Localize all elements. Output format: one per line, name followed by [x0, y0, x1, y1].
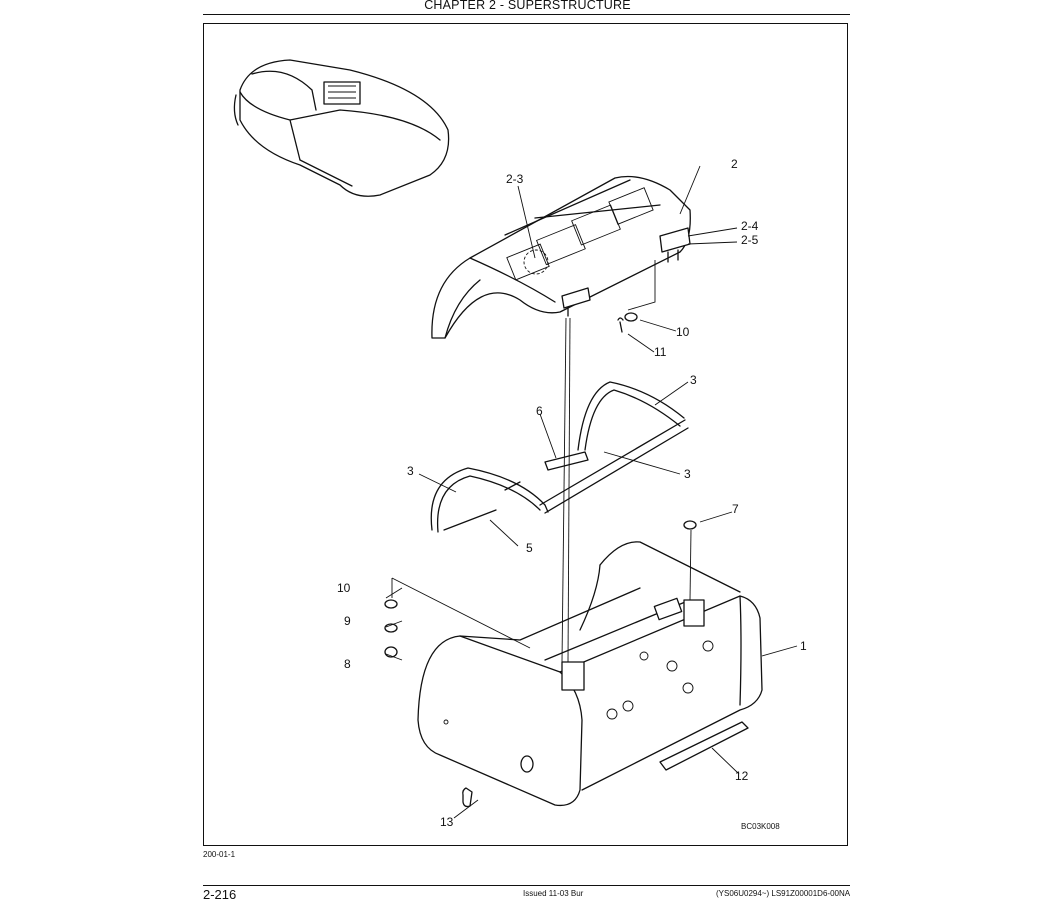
callout-2-5: 2-5 [741, 233, 759, 247]
issue-label: Issued 11-03 Bur [523, 889, 584, 898]
page-number: 2-216 [203, 887, 237, 902]
callout-9: 9 [344, 614, 351, 628]
part-12-strip [659, 721, 749, 771]
illustration-code: BC03K008 [741, 822, 780, 831]
footer-rule [203, 885, 850, 886]
callout-7: 7 [732, 502, 739, 516]
part-11-pin [617, 317, 624, 333]
callout-2-3: 2-3 [506, 172, 524, 186]
part-10-washer [384, 599, 398, 609]
callout-10-upper: 10 [676, 325, 690, 339]
document-code: (YS06U0294~) LS91Z00001D6-00NA [716, 889, 851, 898]
part-7-grommet [683, 520, 697, 530]
callout-6: 6 [536, 404, 543, 418]
leader-lines [385, 165, 798, 819]
part-13-plug [462, 787, 473, 808]
figure-reference: 200-01-1 [203, 850, 236, 859]
callout-3-left: 3 [407, 464, 414, 478]
callout-5: 5 [526, 541, 533, 555]
locator-view [233, 59, 450, 197]
part-1-box [417, 541, 763, 807]
callout-8: 8 [344, 657, 351, 671]
callout-2: 2 [731, 157, 738, 171]
chapter-title: CHAPTER 2 - SUPERSTRUCTURE [424, 0, 631, 12]
callout-10-lower: 10 [337, 581, 351, 595]
callout-12: 12 [735, 769, 749, 783]
part-2-upper-cover [431, 175, 691, 339]
callout-2-4: 2-4 [741, 219, 759, 233]
part-10-washer-upper [624, 312, 638, 322]
illustration-frame [203, 23, 848, 846]
callout-11: 11 [654, 345, 667, 359]
header-rule [203, 14, 850, 15]
callout-3-upper: 3 [690, 373, 697, 387]
part-3-seal-frame [430, 381, 689, 533]
callout-1: 1 [800, 639, 807, 653]
callout-3-right: 3 [684, 467, 691, 481]
callout-13: 13 [440, 815, 454, 829]
